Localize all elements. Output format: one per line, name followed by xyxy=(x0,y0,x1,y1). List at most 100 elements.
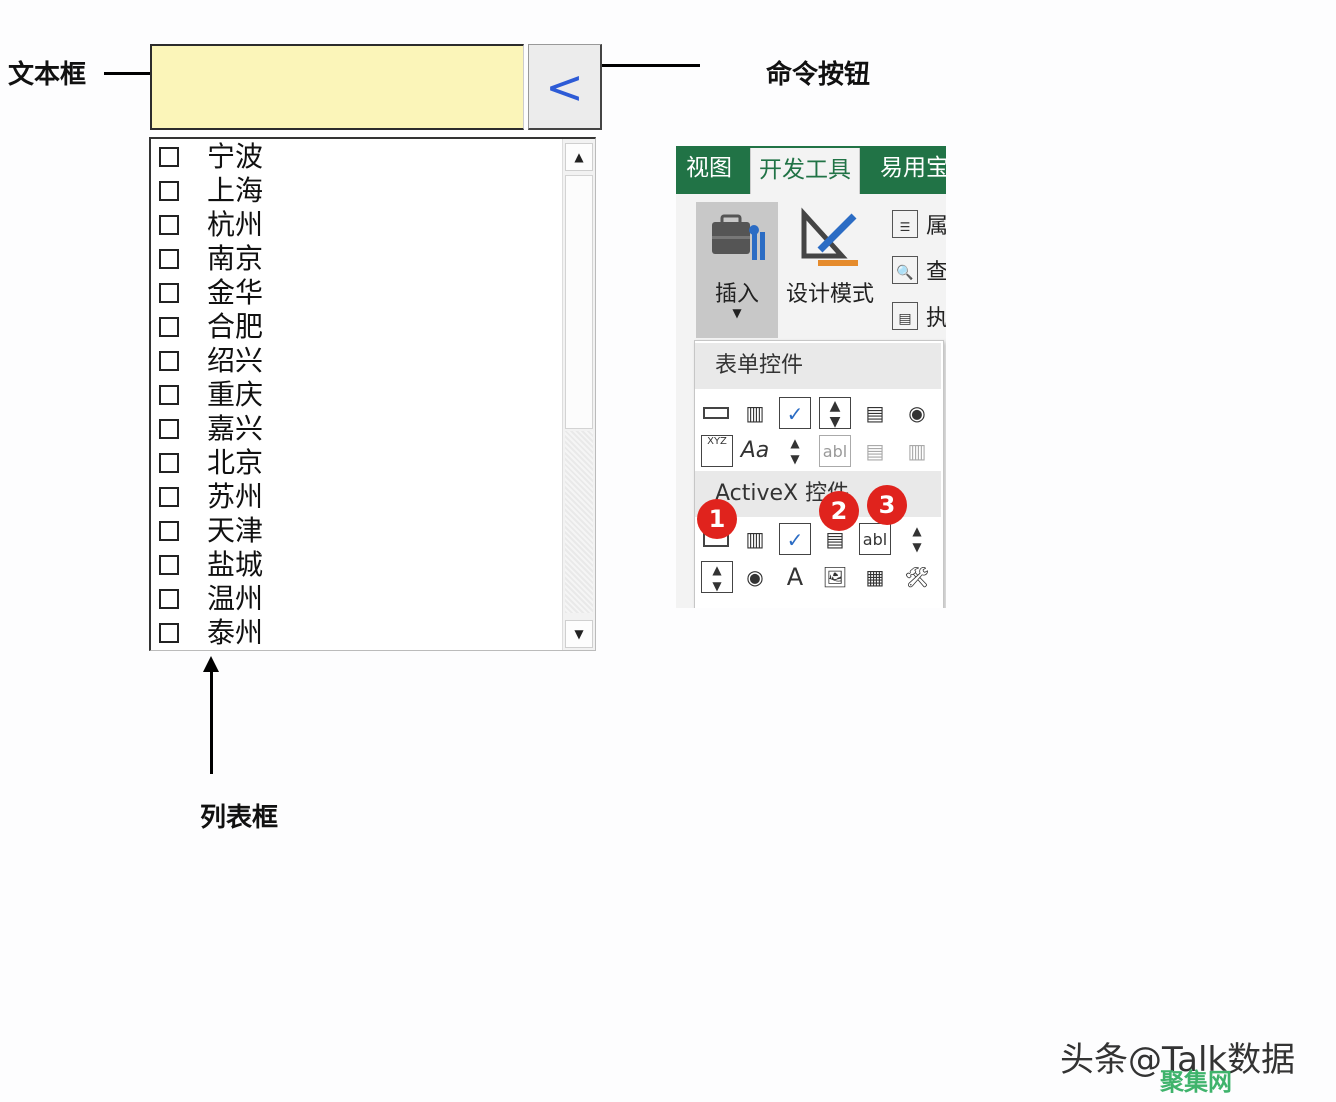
checkbox-icon[interactable] xyxy=(159,589,179,609)
form-combo-list-icon[interactable]: ▤ xyxy=(865,439,885,463)
list-item-label: 金华 xyxy=(207,276,264,309)
tab-easy-tools[interactable]: 易用宝 xyxy=(880,155,946,181)
insert-button[interactable]: 插入 ▼ xyxy=(696,202,778,338)
insert-controls-dropdown: 表单控件 ▥ ✓ ▲▼ ▤ ◉ XYZ Aa ▲▼ abl ▤ ▥ Active… xyxy=(694,340,944,608)
command-button-annotation: 命令按钮 xyxy=(766,60,871,90)
view-code-icon: 🔍 xyxy=(892,256,918,284)
list-item[interactable]: 合肥 xyxy=(151,310,561,344)
view-code-label: 查 xyxy=(926,260,946,285)
activex-label-icon[interactable]: A xyxy=(786,563,804,591)
scroll-track[interactable] xyxy=(565,431,593,613)
list-item[interactable]: 苏州 xyxy=(151,480,561,514)
form-spin-button-icon[interactable]: ▲▼ xyxy=(819,397,851,430)
activex-text-box-icon[interactable]: abl xyxy=(859,523,891,555)
list-item[interactable]: 绍兴 xyxy=(151,344,561,378)
design-mode-icon xyxy=(801,207,858,266)
activex-scroll-bar-icon[interactable]: ▲▼ xyxy=(912,524,922,554)
checkbox-icon[interactable] xyxy=(159,385,179,405)
scroll-thumb[interactable] xyxy=(565,175,593,429)
list-item-label: 杭州 xyxy=(207,208,264,241)
design-mode-label: 设计模式 xyxy=(785,282,874,307)
form-scroll-bar-icon[interactable]: ▲▼ xyxy=(790,436,800,466)
list-item[interactable]: 泰州 xyxy=(151,616,561,650)
checkbox-icon[interactable] xyxy=(159,215,179,235)
form-combo-dropdown-icon[interactable]: ▥ xyxy=(907,439,927,463)
checkbox-icon[interactable] xyxy=(159,147,179,167)
activex-spin-button-icon[interactable]: ▲▼ xyxy=(701,561,733,593)
text-box[interactable] xyxy=(150,44,524,130)
list-item-label: 北京 xyxy=(207,446,264,479)
textbox-annotation: 文本框 xyxy=(8,60,87,90)
checkbox-icon[interactable] xyxy=(159,283,179,303)
watermark-text: 头条@Talk数据 xyxy=(1060,1040,1296,1080)
form-controls-header: 表单控件 xyxy=(695,343,941,389)
checkbox-icon[interactable] xyxy=(159,487,179,507)
list-item[interactable]: 金华 xyxy=(151,276,561,310)
list-item-label: 绍兴 xyxy=(207,344,264,377)
scroll-down-arrow-icon[interactable]: ▼ xyxy=(565,620,593,648)
list-item[interactable]: 盐城 xyxy=(151,548,561,582)
list-item-label: 泰州 xyxy=(207,616,264,649)
form-text-field-icon[interactable]: abl xyxy=(819,435,851,467)
tab-developer[interactable]: 开发工具 xyxy=(750,148,860,194)
activex-more-controls-icon[interactable]: 🛠 xyxy=(904,565,930,589)
checkbox-icon[interactable] xyxy=(159,419,179,439)
activex-checkbox-icon[interactable]: ✓ xyxy=(779,523,811,555)
listbox-arrow-line xyxy=(210,670,213,774)
command-button[interactable]: < xyxy=(528,44,602,130)
activex-image-icon[interactable]: 🖼 xyxy=(822,565,848,589)
list-item[interactable]: 天津 xyxy=(151,514,561,548)
toolbox-icon xyxy=(712,214,765,260)
run-dialog-icon: ▤ xyxy=(892,302,918,330)
form-option-button-icon[interactable]: ◉ xyxy=(908,401,926,425)
checkbox-icon[interactable] xyxy=(159,453,179,473)
list-scrollbar[interactable]: ▲ ▼ xyxy=(562,139,595,650)
run-dialog-item[interactable]: ▤ 执 xyxy=(890,300,946,334)
activex-combo-box-icon[interactable]: ▥ xyxy=(745,527,765,551)
list-item-label: 重庆 xyxy=(207,378,264,411)
list-item[interactable]: 重庆 xyxy=(151,378,561,412)
list-item-label: 盐城 xyxy=(207,548,264,581)
list-item[interactable]: 南京 xyxy=(151,242,561,276)
checkbox-icon[interactable] xyxy=(159,555,179,575)
developer-ribbon: 视图 开发工具 易用宝 插入 ▼ 设计模式 ☰ 属 🔍 查 ▤ 执 xyxy=(676,146,946,608)
list-item[interactable]: 温州 xyxy=(151,582,561,616)
list-item[interactable]: 嘉兴 xyxy=(151,412,561,446)
tab-view[interactable]: 视图 xyxy=(686,155,732,181)
form-button-icon[interactable] xyxy=(701,397,733,429)
list-item-label: 苏州 xyxy=(207,480,264,513)
form-checkbox-icon[interactable]: ✓ xyxy=(779,397,811,429)
list-box[interactable]: 宁波上海杭州南京金华合肥绍兴重庆嘉兴北京苏州天津盐城温州泰州 ▲ ▼ xyxy=(149,137,596,651)
command-button-arrow-line xyxy=(592,64,700,67)
chevron-down-icon: ▼ xyxy=(732,306,742,320)
scroll-up-arrow-icon[interactable]: ▲ xyxy=(565,143,593,171)
checkbox-icon[interactable] xyxy=(159,181,179,201)
activex-list-box-icon[interactable]: ▤ xyxy=(825,527,845,551)
list-item-label: 上海 xyxy=(207,174,264,207)
form-group-box-icon[interactable]: XYZ xyxy=(701,435,733,467)
list-item[interactable]: 北京 xyxy=(151,446,561,480)
properties-item[interactable]: ☰ 属 xyxy=(890,208,946,242)
checkbox-icon[interactable] xyxy=(159,351,179,371)
design-mode-button[interactable]: 设计模式 xyxy=(780,202,880,338)
activex-option-button-icon[interactable]: ◉ xyxy=(746,565,764,589)
checkbox-icon[interactable] xyxy=(159,521,179,541)
view-code-item[interactable]: 🔍 查 xyxy=(890,254,946,288)
checkbox-icon[interactable] xyxy=(159,623,179,643)
run-dialog-label: 执 xyxy=(926,306,946,331)
checkbox-icon[interactable] xyxy=(159,249,179,269)
list-item[interactable]: 杭州 xyxy=(151,208,561,242)
ribbon-tab-bar: 视图 开发工具 易用宝 xyxy=(676,146,946,194)
form-combo-box-icon[interactable]: ▥ xyxy=(745,401,765,425)
watermark-site: 聚集网 xyxy=(1160,1068,1232,1096)
checkbox-icon[interactable] xyxy=(159,317,179,337)
activex-toggle-button-icon[interactable]: ▦ xyxy=(865,565,885,589)
properties-icon: ☰ xyxy=(892,210,918,238)
list-item[interactable]: 宁波 xyxy=(151,140,561,174)
list-item-label: 温州 xyxy=(207,582,264,615)
form-list-box-icon[interactable]: ▤ xyxy=(865,401,885,425)
list-item[interactable]: 上海 xyxy=(151,174,561,208)
list-item-label: 天津 xyxy=(207,514,264,547)
form-label-icon[interactable]: Aa xyxy=(740,438,770,463)
list-item-label: 南京 xyxy=(207,242,264,275)
